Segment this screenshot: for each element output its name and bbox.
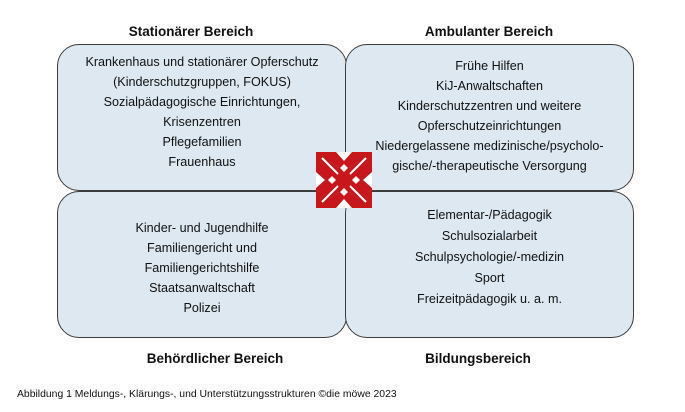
list-item: Freizeitpädagogik u. a. m. bbox=[417, 292, 562, 306]
figure-caption: Abbildung 1 Meldungs-, Klärungs-, und Un… bbox=[17, 389, 397, 400]
list-item: Sozialpädagogische Einrichtungen, bbox=[103, 95, 301, 109]
heading-bildung: Bildungsbereich bbox=[425, 351, 531, 366]
list-bildung: Elementar-/Pädagogik Schulsozialarbeit S… bbox=[345, 205, 634, 310]
list-item: Kinder- und Jugendhilfe bbox=[135, 221, 269, 235]
box-stationaer bbox=[57, 44, 347, 191]
list-item: (Kinderschutzgruppen, FOKUS) bbox=[113, 75, 291, 89]
list-item: Familiengerichtshilfe bbox=[144, 261, 260, 275]
list-behoerdlich: Kinder- und Jugendhilfe Familiengericht … bbox=[57, 218, 347, 318]
list-item: Staatsanwaltschaft bbox=[149, 281, 255, 295]
list-item: Opferschutzeinrichtungen bbox=[417, 119, 562, 133]
list-item: Schulpsychologie/-medizin bbox=[414, 250, 565, 264]
list-item: Krisenzentren bbox=[163, 115, 241, 129]
heading-ambulant: Ambulanter Bereich bbox=[424, 24, 554, 39]
heading-stationaer: Stationärer Bereich bbox=[128, 24, 254, 39]
list-item: Polizei bbox=[183, 301, 221, 315]
heading-behoerdlich: Behördlicher Bereich bbox=[146, 351, 284, 366]
list-item: Krankenhaus und stationärer Opferschutz bbox=[85, 55, 319, 69]
list-item: Elementar-/Pädagogik bbox=[427, 208, 552, 222]
list-item: KiJ-Anwaltschaften bbox=[435, 79, 544, 93]
list-item: gische/-therapeutische Versorgung bbox=[392, 159, 587, 173]
list-stationaer: Krankenhaus und stationärer Opferschutz … bbox=[57, 52, 347, 172]
die-moewe-logo-icon bbox=[316, 152, 372, 208]
list-item: Schulsozialarbeit bbox=[441, 229, 538, 243]
box-ambulant bbox=[345, 44, 634, 191]
box-behoerdlich bbox=[57, 191, 347, 338]
box-bildung bbox=[345, 191, 634, 338]
list-item: Kinderschutzzentren und weitere bbox=[397, 99, 582, 113]
list-item: Niedergelassene medizinische/psycholo- bbox=[375, 139, 604, 153]
list-item: Frühe Hilfen bbox=[455, 59, 524, 73]
list-item: Pflegefamilien bbox=[162, 135, 242, 149]
list-item: Sport bbox=[474, 271, 505, 285]
list-item: Familiengericht und bbox=[147, 241, 257, 255]
list-item: Frauenhaus bbox=[168, 155, 236, 169]
list-ambulant: Frühe Hilfen KiJ-Anwaltschaften Kindersc… bbox=[345, 56, 634, 176]
